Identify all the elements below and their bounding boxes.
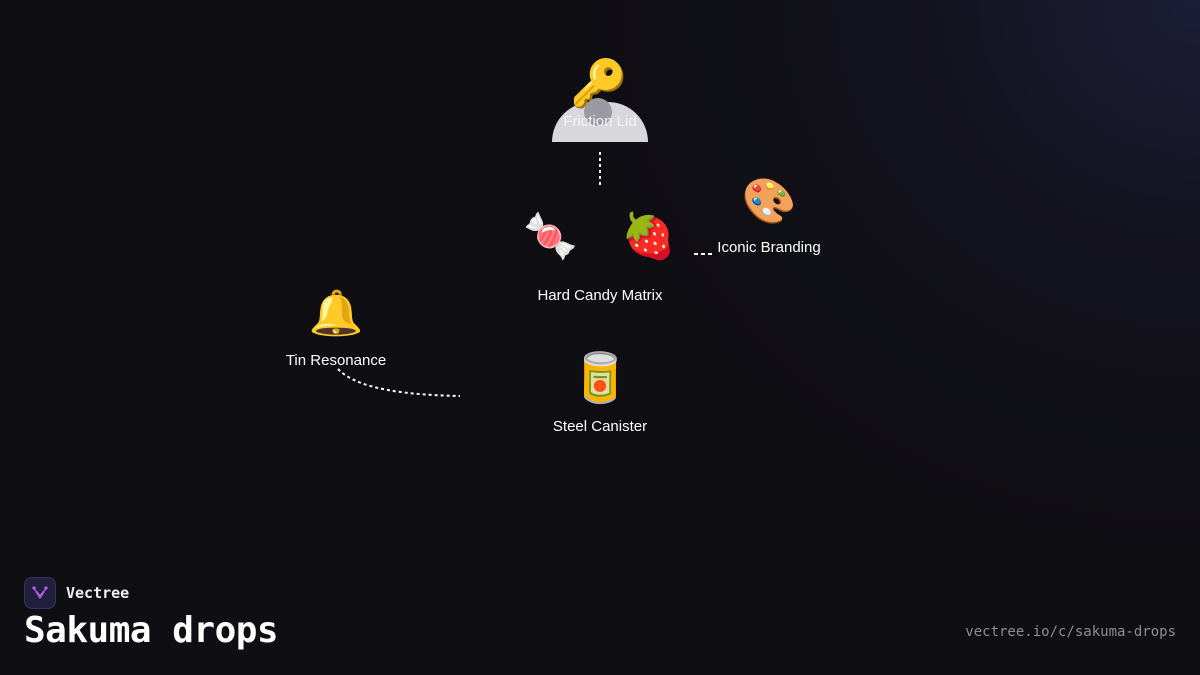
node-tin-resonance[interactable]: 🔔 Tin Resonance bbox=[271, 288, 401, 370]
canned-food-icon: 🥫 bbox=[570, 350, 630, 406]
node-label: Hard Candy Matrix bbox=[537, 287, 663, 304]
page-title: Sakuma drops bbox=[24, 610, 279, 651]
page-url[interactable]: vectree.io/c/sakuma-drops bbox=[965, 624, 1176, 640]
vectree-logo-icon bbox=[24, 577, 56, 609]
brand-name: Vectree bbox=[66, 584, 130, 602]
strawberry-icon: 🍓 bbox=[621, 211, 676, 262]
node-label: Steel Canister bbox=[552, 418, 648, 435]
edge-tin-resonance-to-steel-canister bbox=[337, 368, 461, 397]
node-hard-candy-matrix[interactable]: 🍬 🍓 Hard Candy Matrix bbox=[510, 215, 690, 305]
node-iconic-branding[interactable]: 🎨 Iconic Branding bbox=[704, 176, 834, 257]
node-label: Iconic Branding bbox=[717, 239, 821, 256]
candy-icon: 🍬 bbox=[523, 211, 578, 262]
node-friction-lid[interactable]: 🔑 Friction Lid bbox=[550, 56, 650, 142]
key-icon: 🔑 bbox=[570, 56, 628, 110]
node-steel-canister[interactable]: 🥫 Steel Canister bbox=[535, 354, 665, 435]
bell-icon: 🔔 bbox=[308, 288, 364, 339]
brand[interactable]: Vectree bbox=[24, 577, 129, 609]
artist-palette-icon: 🎨 bbox=[741, 176, 797, 227]
node-label: Friction Lid bbox=[563, 113, 637, 130]
node-label: Tin Resonance bbox=[285, 352, 387, 369]
lid-knob bbox=[584, 98, 612, 126]
icon-pair: 🍬 🍓 bbox=[510, 215, 690, 265]
